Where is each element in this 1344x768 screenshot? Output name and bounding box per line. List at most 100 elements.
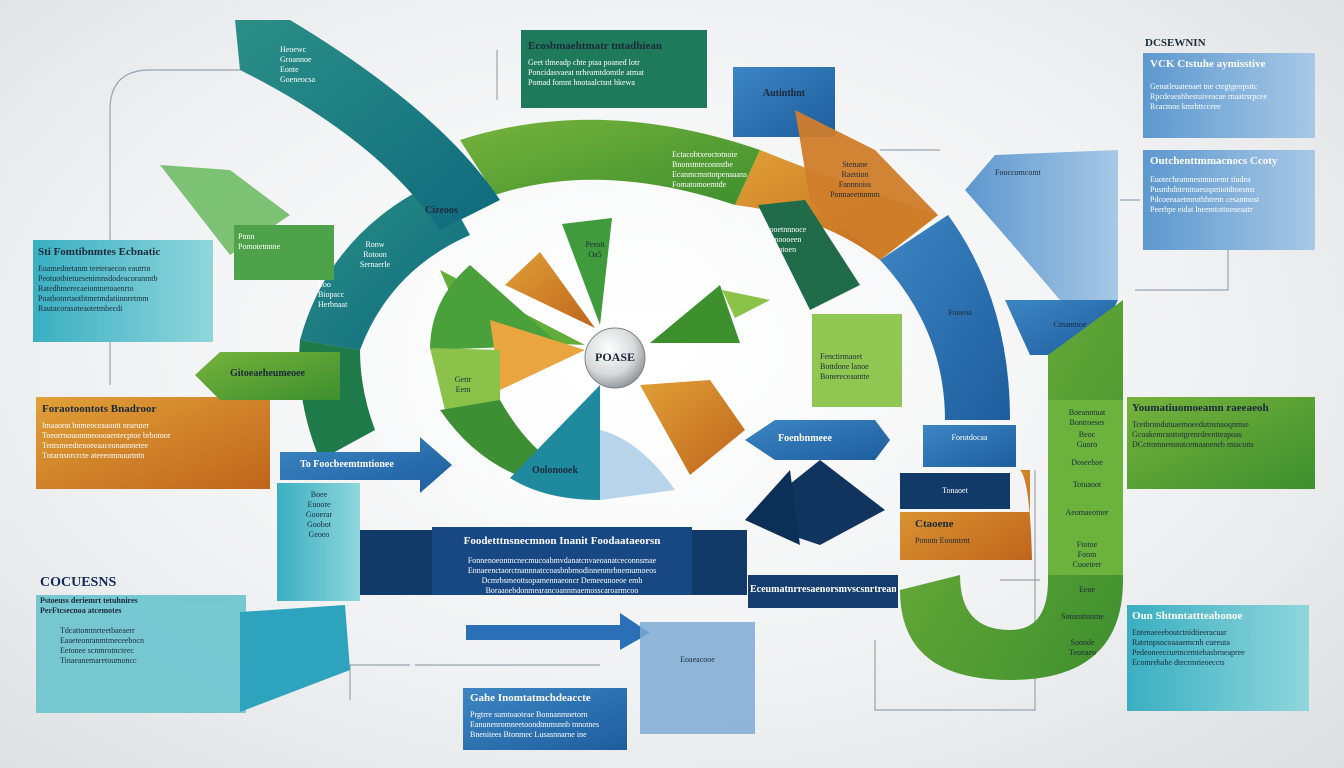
connector-line bbox=[349, 664, 410, 700]
left-header: COCUESNS bbox=[40, 575, 117, 590]
navy-flap-2 bbox=[745, 470, 800, 545]
green-pipe-text-a: Beoc Guoro bbox=[1076, 430, 1098, 449]
center-chip-3: Oolonooek bbox=[531, 465, 579, 476]
center-dark-box-body: Fonnenoeontncnecmucoabmvdanatcnvaeoanatc… bbox=[467, 556, 657, 595]
pipe-label-a: Forotdocaa bbox=[951, 433, 988, 442]
orange-right-box-body: Ponntn Eoomtrnt bbox=[915, 536, 970, 545]
right-blue-tab-c: Cmanmoe bbox=[1053, 320, 1087, 329]
green-note-label: Fenctirmaoet Bottdone lanoe Bonereceaant… bbox=[820, 352, 870, 381]
bottom-blue-box-body: Prgtrre sumtoaoteae Bonnanmnetorn Eanune… bbox=[470, 710, 600, 739]
bottom-right-tab-label: Eoaeacooe bbox=[680, 655, 715, 664]
ring-segment-dark-teal bbox=[758, 200, 860, 310]
right-navy-bar bbox=[748, 575, 898, 608]
right-bottom-box-body: Entenaeeeboutctnidtieeracuar Ratetnpsnco… bbox=[1132, 628, 1245, 667]
green-pipe bbox=[900, 300, 1123, 680]
right-green-box-body: Tcetbrnodutuaemoeedutnsnaoqnmse Gcoakemr… bbox=[1132, 420, 1254, 449]
left-green-arrow bbox=[195, 352, 340, 400]
left-blue-arrow-label: To Foocbeemtmtionee bbox=[300, 459, 394, 470]
connector-lines bbox=[109, 50, 1229, 711]
left-blue-arrow bbox=[280, 437, 452, 493]
blue-small-tab-label: Autinthnt bbox=[762, 88, 806, 99]
wedge-green-right bbox=[650, 285, 740, 343]
arc-tag-2: Ronw Rotoon Sernaerle bbox=[359, 240, 391, 269]
orange-right-box-heading: Ctaoene bbox=[915, 518, 954, 530]
right-blue-arrow-label: Foenbnmeee bbox=[778, 433, 832, 444]
right-blue-tab-b: Pooeoa bbox=[948, 308, 972, 317]
top-title-box-body: Geet tlmeadp chte ptaa poaned lotr Ponci… bbox=[528, 58, 644, 87]
right-navy-bar-label: Eceumatnrresaenorsmvscsnrtreanranom bbox=[750, 584, 896, 595]
right-box-2-body: Euotecheatnnestmnoemr tiudea Pusmhdntent… bbox=[1150, 175, 1260, 214]
right-bottom-box bbox=[1127, 605, 1309, 711]
right-green-box bbox=[1127, 397, 1315, 489]
green-note-card bbox=[812, 314, 902, 407]
bottom-blue-box bbox=[463, 688, 627, 750]
wedge-orange-top bbox=[505, 252, 595, 328]
left-bottom-box-body: Tdcattomtnrteetbaeaerr Eaaeteonranmtmece… bbox=[60, 626, 144, 665]
orange-arc-text: Stenane Raettion Fannnoiss Ponnaeetnnmm bbox=[830, 160, 880, 199]
pipe-label-c: Sotumttanme bbox=[1061, 612, 1104, 621]
bottom-blue-box-heading: Gahe Inomtatmchdeaccte bbox=[470, 692, 591, 704]
right-box-2 bbox=[1143, 150, 1315, 250]
right-bottom-box-heading: Oun Shtnntattteabonoe bbox=[1132, 610, 1243, 622]
connector-line bbox=[874, 470, 1036, 711]
arc-tag-3: Eoo Biopacc Herbnaat bbox=[318, 280, 348, 309]
right-small-label-a: Boeanntuat Bonttoeses bbox=[1068, 408, 1106, 427]
left-orange-box bbox=[36, 397, 270, 489]
arc-tag-4: Pnnn Pomotetnnne bbox=[238, 232, 281, 251]
center-dark-box-left bbox=[360, 530, 432, 595]
connector-line bbox=[1135, 250, 1229, 291]
right-blue-tab-a: Fooccomcomt bbox=[995, 168, 1041, 177]
green-pipe-text-d: Eeoe bbox=[1079, 585, 1095, 594]
top-right-box-heading: VCK Ctstuhe aymisstive bbox=[1150, 58, 1266, 70]
arc-green-top-label: Ectacobtxeoctotnoie Bnonstnteconnstbe Ec… bbox=[672, 150, 748, 189]
left-bottom-box-heading: Pstoeuss deriemrt tetuhnires PerFtcsecno… bbox=[40, 596, 138, 615]
bottom-cyan-tab-label: Boee Euoore Gooerar Goobot Geoeo bbox=[305, 490, 333, 539]
top-right-header: DCSEWNIN bbox=[1145, 37, 1206, 49]
hub-label: POASE bbox=[594, 350, 635, 364]
navy-pipe-tab-b bbox=[900, 473, 1010, 509]
right-small-label-d: Aeomaeotner bbox=[1065, 508, 1109, 517]
top-title-box bbox=[521, 30, 707, 108]
wedge-green-mid bbox=[430, 348, 500, 412]
arc-tag-1: Cizeoos bbox=[425, 205, 458, 216]
center-dark-box bbox=[432, 527, 692, 595]
green-pipe-text-e: Soonde Teonaeo bbox=[1069, 638, 1096, 657]
left-teal-card bbox=[277, 483, 360, 601]
arc-tag-5: Pooetnnnoce Henoooeen Oneotoen bbox=[765, 225, 807, 254]
orange-arc-card bbox=[795, 110, 938, 260]
left-cyan-box-body: Eoamednetanm teeteraecon eautrtn Peotuot… bbox=[38, 264, 158, 313]
bottom-right-tab bbox=[640, 622, 755, 734]
orange-right-box bbox=[900, 470, 1032, 560]
green-pipe-text-c: Cuoeteer bbox=[1072, 560, 1102, 569]
right-small-label-c: Ftotoe Foom bbox=[1076, 540, 1098, 559]
center-pie bbox=[430, 218, 770, 500]
ring-segment-blue-right bbox=[880, 215, 1010, 420]
left-bottom-wave bbox=[240, 605, 350, 712]
left-bottom-box bbox=[36, 595, 246, 713]
wedge-orange-left bbox=[490, 320, 585, 390]
wedge-teal-bottom bbox=[510, 385, 600, 500]
left-cyan-box-heading: Sti Fomtibnmtes Ecbnatic bbox=[38, 246, 161, 258]
center-chip-1: Peroit Oa5 bbox=[585, 240, 605, 259]
center-chip-2: Gettr Eem bbox=[454, 375, 472, 394]
bottom-blue-arrow bbox=[466, 613, 650, 650]
top-title-box-heading: Ecosbmaehtmatr tntadhiean bbox=[528, 40, 662, 52]
right-box-2-heading: Outchenttmmacnocs Ccoty bbox=[1150, 155, 1278, 167]
pipe-label-b: Tonaoet bbox=[942, 486, 968, 495]
ring-segment-green-top bbox=[460, 119, 760, 205]
left-cyan-box bbox=[33, 240, 213, 342]
left-orange-box-heading: Foraotoontots Bnadroor bbox=[42, 403, 157, 415]
arc-tag-6: Heoewc Groannoe Eonte Goeneocsa bbox=[280, 45, 316, 84]
wedge-orange-right bbox=[640, 380, 745, 475]
top-right-box-body: Genatleuatenaet tne ctegtgeopsttc Rpcdea… bbox=[1150, 82, 1268, 111]
blue-pipe-tab-a bbox=[923, 425, 1016, 467]
right-blue-banner bbox=[965, 150, 1118, 300]
left-green-arrow-label: Gitoeaeheumeoee bbox=[230, 368, 305, 379]
green-pipe-panel bbox=[1048, 400, 1123, 575]
center-dark-box-right bbox=[692, 530, 747, 595]
arrow-green-thin bbox=[722, 290, 770, 318]
hub-circle bbox=[584, 327, 646, 389]
wedge-green-top bbox=[562, 218, 612, 325]
wedge-green-big-left bbox=[430, 265, 560, 350]
